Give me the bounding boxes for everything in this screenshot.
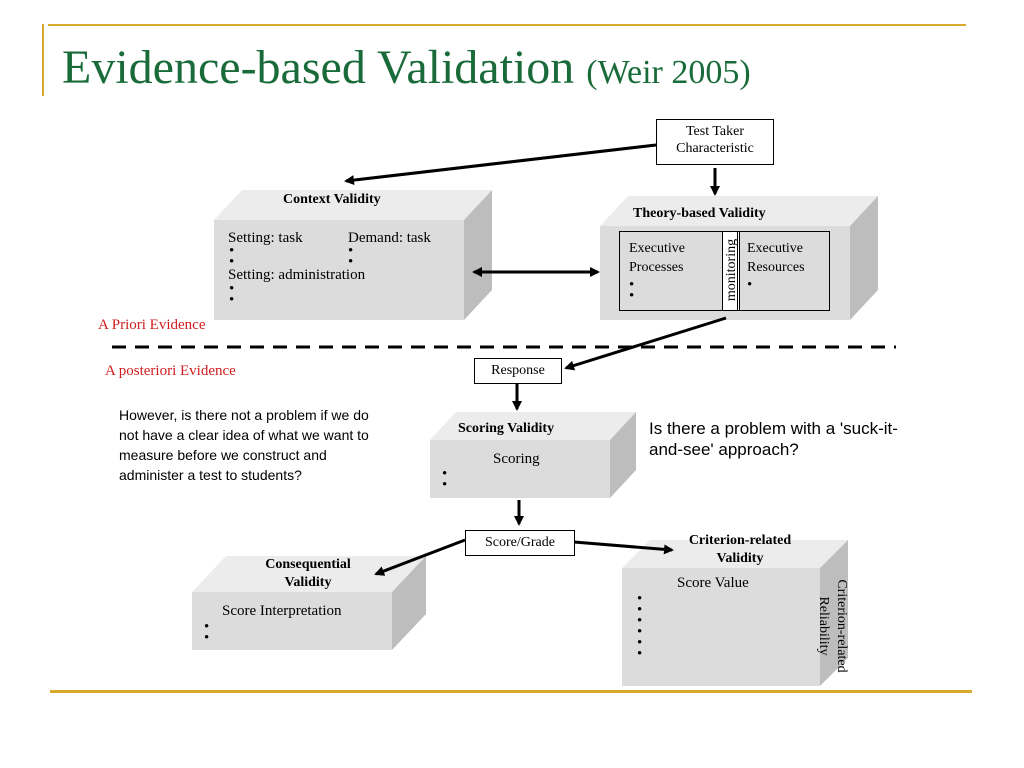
consequential-title-line1: Consequential [265, 557, 351, 572]
arrow-taker-to-context [344, 143, 657, 186]
criterion-title-line1: Criterion-related [688, 533, 792, 548]
bottom-rule [50, 690, 972, 693]
context-validity-title: Context Validity [283, 192, 381, 207]
bullet-dots: • [747, 276, 753, 293]
title-main: Evidence-based Validation [62, 41, 575, 94]
response-label: Response [491, 363, 545, 378]
note-right: Is there a problem with a 'suck-it-and-s… [649, 419, 898, 459]
criterion-side-line1: Criterion-related [834, 579, 849, 673]
scoring-validity-box [430, 412, 636, 498]
left-rule [42, 24, 44, 96]
monitoring-box: monitoring [722, 231, 740, 311]
score-grade-box: Score/Grade [465, 530, 575, 556]
response-box: Response [474, 358, 562, 384]
criterion-validity-box [622, 540, 848, 686]
criterion-validity-title: Criterion-related Validity [670, 532, 810, 568]
bullet-dots: •• [204, 619, 210, 646]
arrow-theory-to-response [564, 316, 727, 371]
score-value-label: Score Value [677, 575, 749, 591]
criterion-related-reliability-label: Criterion-related Reliability [810, 556, 850, 696]
setting-administration-label: Setting: administration [228, 267, 366, 283]
arrow-grade-to-criterion [573, 540, 674, 555]
test-taker-box: Test Taker Characteristic [656, 119, 774, 165]
criterion-title-line2: Validity [716, 551, 764, 566]
slide-title: Evidence-based Validation (Weir 2005) [62, 41, 751, 95]
consequential-title-line2: Validity [284, 575, 332, 590]
bullet-dots: •• [229, 281, 235, 308]
executive-processes-label: Executive Processes [629, 241, 685, 275]
a-posteriori-label: A posteriori Evidence [105, 363, 236, 379]
bullet-dots: •••••• [637, 591, 643, 662]
test-taker-label: Test Taker Characteristic [676, 124, 754, 156]
consequential-validity-box [192, 556, 426, 650]
bullet-dots: •• [348, 243, 354, 270]
demand-task-label: Demand: task [348, 230, 431, 246]
bullet-dots: •• [629, 276, 635, 304]
scoring-validity-title: Scoring Validity [458, 421, 555, 436]
theory-validity-title: Theory-based Validity [633, 206, 766, 221]
score-interpretation-label: Score Interpretation [222, 603, 342, 619]
bullet-dots: •• [229, 243, 235, 270]
note-left: However, is there not a problem if we do… [119, 407, 369, 483]
arrow-grade-to-consequential [374, 538, 466, 576]
criterion-side-line2: Reliability [816, 596, 831, 656]
executive-processes-box: Executive Processes •• [619, 231, 725, 311]
scoring-label: Scoring [493, 451, 540, 467]
score-grade-label: Score/Grade [485, 535, 555, 550]
executive-resources-label: Executive Resources [747, 241, 805, 275]
executive-resources-box: Executive Resources • [737, 231, 830, 311]
bullet-dots: •• [442, 466, 448, 493]
consequential-validity-title: Consequential Validity [250, 556, 366, 592]
setting-task-label: Setting: task [228, 230, 303, 246]
context-validity-box [214, 190, 492, 320]
top-rule [48, 24, 966, 26]
title-citation: (Weir 2005) [586, 54, 751, 91]
a-priori-label: A Priori Evidence [98, 317, 206, 333]
